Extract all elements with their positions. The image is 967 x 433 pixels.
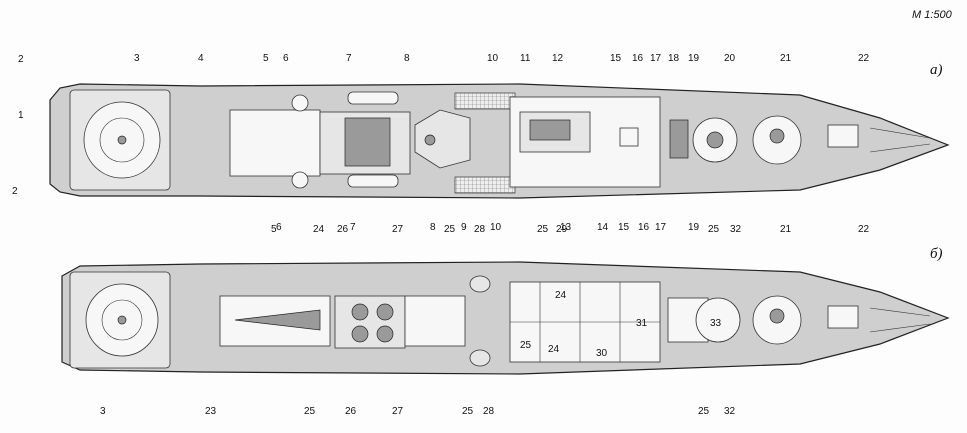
label-a-b10: 10 — [490, 222, 502, 233]
label-a-1: 1 — [18, 110, 24, 121]
label-a-2: 2 — [18, 54, 24, 65]
label-b-b3: 3 — [100, 406, 106, 417]
label-b-21: 21 — [780, 224, 792, 235]
compartment-25: 25 — [520, 340, 532, 351]
label-b-28: 28 — [474, 224, 486, 235]
label-b-26: 26 — [337, 224, 349, 235]
label-a-18: 18 — [668, 53, 680, 64]
compartment-33: 33 — [710, 318, 722, 329]
label-b-b32: 32 — [724, 406, 736, 417]
label-a-12: 12 — [552, 53, 564, 64]
label-b-b28: 28 — [483, 406, 495, 417]
label-a-b16: 16 — [638, 222, 650, 233]
label-b-32: 32 — [730, 224, 742, 235]
label-a-15: 15 — [610, 53, 622, 64]
label-a-2-lower: 2 — [12, 186, 18, 197]
view-a-labels: 2 3 4 5 6 7 8 10 11 12 15 16 17 18 19 20… — [12, 53, 943, 233]
view-b-labels: 5 24 26 27 25 28 25 29 25 32 21 22 3 23 … — [100, 224, 943, 417]
compartment-31: 31 — [636, 318, 648, 329]
label-a-19: 19 — [688, 53, 700, 64]
compartment-24a: 24 — [555, 290, 567, 301]
label-a-b15: 15 — [618, 222, 630, 233]
label-a-b13: 13 — [560, 222, 572, 233]
label-b-b27: 27 — [392, 406, 404, 417]
label-b-5: 5 — [271, 224, 277, 235]
label-a-8: 8 — [404, 53, 410, 64]
label-b-b23: 23 — [205, 406, 217, 417]
label-b-b25b: 25 — [462, 406, 474, 417]
label-b-b25: 25 — [304, 406, 316, 417]
label-a-b17: 17 — [655, 222, 667, 233]
label-a-b19: 19 — [688, 222, 700, 233]
label-a-22: 22 — [858, 53, 870, 64]
label-a-5: 5 — [263, 53, 269, 64]
label-a-b6: 6 — [276, 222, 282, 233]
label-a-b8: 8 — [430, 222, 436, 233]
label-a-20: 20 — [724, 53, 736, 64]
label-a-b14: 14 — [597, 222, 609, 233]
label-a-21: 21 — [780, 53, 792, 64]
view-a-tag: а) — [930, 62, 943, 78]
label-b-25c: 25 — [708, 224, 720, 235]
compartment-24b: 24 — [548, 344, 560, 355]
view-a-ship — [49, 83, 950, 199]
label-a-b9: 9 — [461, 222, 467, 233]
label-b-b26: 26 — [345, 406, 357, 417]
label-b-25b: 25 — [537, 224, 549, 235]
label-a-7: 7 — [346, 53, 352, 64]
label-b-22: 22 — [858, 224, 870, 235]
label-a-3: 3 — [134, 53, 140, 64]
label-a-b7: 7 — [350, 222, 356, 233]
label-b-29: 29 — [556, 224, 568, 235]
label-b-25: 25 — [444, 224, 456, 235]
label-b-b25c: 25 — [698, 406, 710, 417]
compartment-30: 30 — [596, 348, 608, 359]
label-a-4: 4 — [198, 53, 204, 64]
label-a-11: 11 — [520, 53, 531, 64]
label-b-24: 24 — [313, 224, 325, 235]
label-a-17: 17 — [650, 53, 662, 64]
view-b-tag: б) — [930, 246, 943, 262]
view-b-ship — [61, 261, 950, 375]
label-a-16: 16 — [632, 53, 644, 64]
scale-label: М 1:500 — [912, 9, 953, 21]
label-a-10: 10 — [487, 53, 499, 64]
label-b-27: 27 — [392, 224, 404, 235]
label-a-6: 6 — [283, 53, 289, 64]
